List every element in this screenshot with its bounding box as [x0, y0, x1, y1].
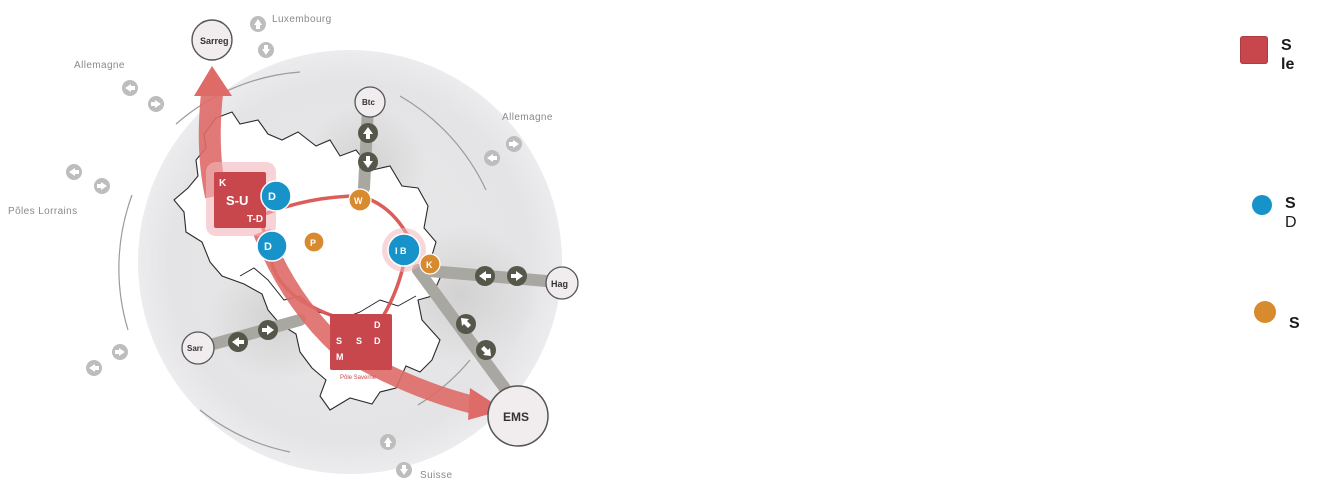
arrow-left-icon-2	[228, 332, 248, 352]
red-hub-nw-top: K	[219, 178, 227, 189]
legend-orange-text: S	[1289, 315, 1300, 332]
sw-left-icon	[86, 360, 102, 376]
legend-item-blue: S D	[1252, 194, 1297, 232]
red-hub-s-left-mid: S	[356, 336, 362, 346]
allem-ne-left-icon	[484, 150, 500, 166]
label-poles-lorrains: Pôles Lorrains	[8, 206, 78, 217]
lux-down-icon	[258, 42, 274, 58]
orange-node-k	[419, 253, 441, 275]
arrow-right-icon-2	[258, 320, 278, 340]
lorr-right-icon	[94, 178, 110, 194]
orange-node-k-label: K	[426, 260, 433, 270]
node-saverne-left-label: Sarr	[187, 344, 203, 353]
node-haguenau	[545, 266, 579, 300]
red-hub-s-right-top: D	[374, 320, 381, 330]
label-allemagne-ne: Allemagne	[502, 112, 553, 123]
sw-right-icon	[112, 344, 128, 360]
arrow-left-icon	[475, 266, 495, 286]
allem-ne-right-icon	[506, 136, 522, 152]
node-bitche-label: Btc	[362, 98, 375, 107]
legend-blue-text-regular: D	[1285, 214, 1297, 231]
red-arrow-north-head	[194, 66, 232, 96]
blue-node-d-south-label: D	[264, 241, 272, 253]
arrow-upleft-icon	[456, 314, 476, 334]
node-saverne-left	[181, 331, 215, 365]
red-hub-s-caption: Pôle Saverne	[340, 375, 377, 381]
lorr-left-icon	[66, 164, 82, 180]
blue-node-ib-label: I B	[395, 246, 407, 256]
arrow-up-icon	[358, 123, 378, 143]
orange-node-w	[348, 188, 372, 212]
blue-node-d-south	[256, 230, 288, 262]
external-nodes: Sarreg Btc Hag Sarr EMS	[181, 19, 579, 447]
red-hub-nw-bottom: T-D	[247, 214, 263, 225]
allem-nw-right-icon	[148, 96, 164, 112]
orange-node-p-label: P	[310, 238, 316, 248]
blue-node-d-north-label: D	[268, 191, 276, 203]
node-sarreg-label: Sarreg	[200, 36, 229, 46]
arrow-downright-icon	[476, 340, 496, 360]
node-bitche	[354, 86, 386, 118]
red-hub-s-right-bot: D	[374, 336, 381, 346]
gray-links	[204, 102, 564, 404]
suisse-down-icon	[396, 462, 412, 478]
blue-node-d-north	[260, 180, 292, 212]
outer-arcs	[118, 71, 487, 453]
node-ems	[487, 385, 549, 447]
orange-node-p	[303, 231, 325, 253]
red-hub-s	[330, 314, 392, 370]
blue-node-ib	[387, 233, 421, 267]
legend-item-red: S le	[1240, 36, 1294, 74]
legend-red-square	[1240, 36, 1268, 64]
external-arrow-icons	[66, 16, 522, 478]
red-hub-s-left-bot: M	[336, 352, 344, 362]
legend-blue-circle	[1252, 195, 1272, 215]
territory-diagram: K S-U T-D D S S D M Pôle Saverne D D I B…	[8, 14, 579, 481]
legend-blue-text-bold: S	[1285, 195, 1296, 212]
red-hub-nw	[214, 172, 266, 228]
label-suisse: Suisse	[420, 470, 452, 481]
arrow-right-icon	[507, 266, 527, 286]
orange-node-w-label: W	[354, 196, 363, 206]
node-sarreg	[191, 19, 233, 61]
label-allemagne-nw: Allemagne	[74, 60, 125, 71]
legend-item-orange: S	[1254, 300, 1300, 333]
lux-up-icon	[250, 16, 266, 32]
legend-red-text: S le	[1281, 37, 1295, 73]
node-ems-label: EMS	[503, 410, 529, 424]
allem-nw-left-icon	[122, 80, 138, 96]
suisse-up-icon	[380, 434, 396, 450]
dark-arrow-badges	[228, 123, 527, 360]
node-haguenau-label: Hag	[551, 279, 568, 289]
red-hub-s-left-top: S	[336, 336, 342, 346]
legend-orange-circle	[1254, 301, 1276, 323]
arrow-down-icon	[358, 152, 378, 172]
red-hub-nw-middle: S-U	[226, 193, 248, 208]
label-luxembourg: Luxembourg	[272, 14, 332, 25]
